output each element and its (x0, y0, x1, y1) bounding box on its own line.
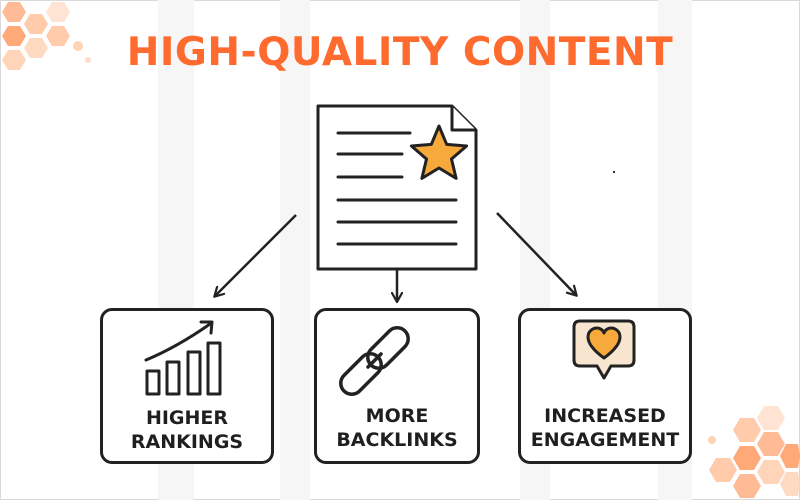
arrow-to-engagement (496, 212, 576, 295)
hexagon-cluster-top-left (2, 2, 91, 70)
stray-dot (612, 170, 616, 174)
label-line: RANKINGS (130, 431, 244, 453)
label-line: BACKLINKS (336, 429, 458, 451)
star-icon (409, 124, 469, 180)
label-line: HIGHER (145, 407, 229, 429)
hexagon-cluster-bottom-right (708, 406, 800, 498)
heart-icon (586, 326, 622, 360)
label-higher-rankings: HIGHER RANKINGS (100, 406, 274, 454)
label-more-backlinks: MORE BACKLINKS (314, 404, 480, 452)
label-increased-engagement: INCREASED ENGAGEMENT (518, 404, 692, 452)
label-line: MORE (365, 405, 429, 427)
label-line: ENGAGEMENT (530, 429, 680, 451)
arrow-to-rankings (215, 214, 297, 296)
label-line: INCREASED (544, 405, 666, 427)
box-increased-engagement (518, 308, 692, 464)
diagram-title: HIGH-QUALITY CONTENT (126, 30, 674, 75)
